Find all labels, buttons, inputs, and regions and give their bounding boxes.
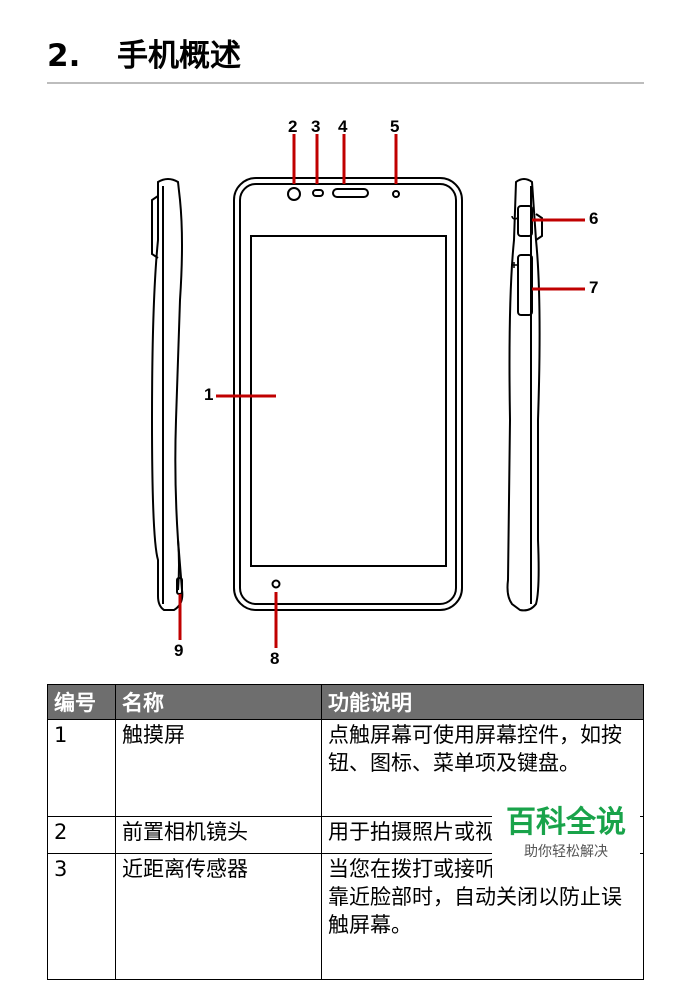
header-description: 功能说明 xyxy=(321,684,644,720)
row-id: 2 xyxy=(47,816,116,854)
phone-left-side-view xyxy=(150,178,184,611)
row-name: 前置相机镜头 xyxy=(115,816,322,854)
table-header-row: 编号 名称 功能说明 xyxy=(47,684,644,720)
callout-label-6: 6 xyxy=(589,209,599,228)
callout-label-2: 2 xyxy=(288,117,298,136)
section-header: 2. 手机概述 xyxy=(47,36,644,84)
watermark-title: 百科全说 xyxy=(506,805,626,840)
callout-label-4: 4 xyxy=(338,117,348,136)
header-name: 名称 xyxy=(115,684,322,720)
section-number: 2. xyxy=(47,38,81,74)
row-id: 1 xyxy=(47,719,116,817)
phone-diagram: 2 3 4 5 6 7 1 8 9 xyxy=(150,117,599,668)
watermark-subtitle: 助你轻松解决 xyxy=(524,844,608,860)
row-name: 触摸屏 xyxy=(115,719,322,817)
callout-label-1: 1 xyxy=(204,385,214,404)
row-name: 近距离传感器 xyxy=(115,853,322,980)
section-divider xyxy=(47,82,644,84)
header-id: 编号 xyxy=(47,684,116,720)
callout-label-9: 9 xyxy=(174,641,184,660)
phone-front-view xyxy=(233,177,463,611)
section-title-text: 手机概述 xyxy=(117,38,241,74)
table-row: 1 触摸屏 点触屏幕可使用屏幕控件，如按钮、图标、菜单项及键盘。 xyxy=(47,719,644,817)
callout-label-5: 5 xyxy=(390,117,400,136)
callout-label-3: 3 xyxy=(311,117,321,136)
callout-leader-lines xyxy=(178,134,585,648)
watermark-logo: 百科全说 助你轻松解决 xyxy=(492,791,640,885)
row-id: 3 xyxy=(47,853,116,980)
phone-right-side-view xyxy=(506,178,543,612)
section-title: 2. 手机概述 xyxy=(47,36,644,76)
phone-illustration xyxy=(150,134,585,648)
callout-label-7: 7 xyxy=(589,278,599,297)
callout-label-8: 8 xyxy=(270,649,280,668)
